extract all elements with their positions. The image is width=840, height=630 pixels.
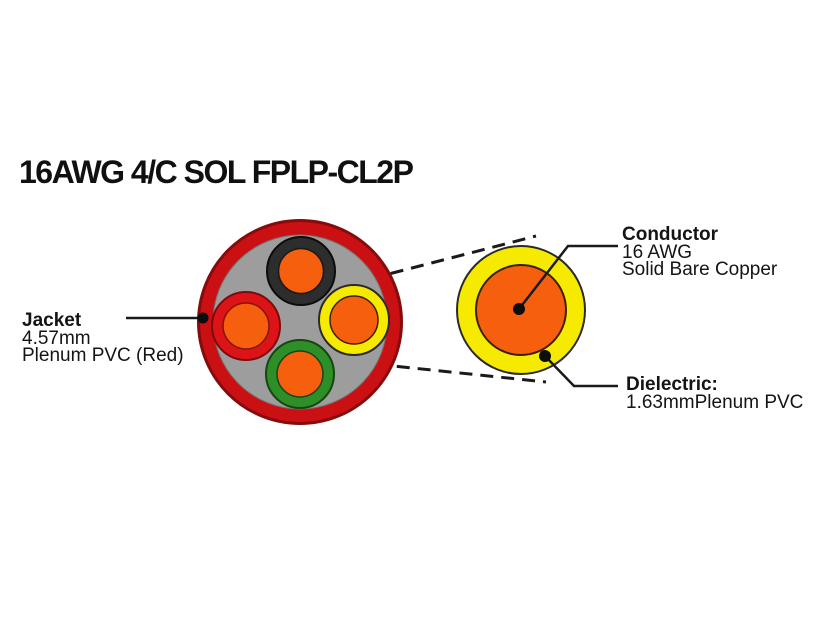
dielectric-leader-line (544, 355, 618, 388)
conductor-leader-line (518, 244, 618, 310)
conductor-callout-heading: Conductor (622, 224, 719, 245)
dielectric-callout: Dielectric: 1.63mmPlenum PVC (626, 374, 804, 413)
dielectric-callout-heading: Dielectric: (626, 374, 718, 395)
dielectric-callout-material: 1.63mmPlenum PVC (626, 391, 804, 413)
callout-lines (126, 244, 618, 388)
jacket-callout-thickness: 4.57mm (22, 327, 91, 349)
copper-core (329, 295, 379, 345)
jacket-leader-dot (197, 312, 209, 324)
jacket-callout-heading: Jacket (22, 310, 82, 331)
page-title: 16AWG 4/C SOL FPLP-CL2P (19, 154, 414, 190)
conductor-leader-dot (513, 303, 525, 315)
conductor-yellow (318, 284, 390, 356)
conductor-callout-material: Solid Bare Copper (622, 259, 778, 280)
conductor-black (266, 236, 336, 306)
conductor-green (265, 339, 335, 409)
conductor-callout-gauge: 16 AWG (622, 241, 693, 263)
conductor-callout: Conductor 16 AWG Solid Bare Copper (622, 224, 778, 280)
copper-core (276, 350, 324, 398)
copper-core (222, 302, 270, 350)
cable-cross-section (197, 219, 403, 425)
jacket-callout-material: Plenum PVC (Red) (22, 345, 184, 366)
jacket-callout: Jacket 4.57mm Plenum PVC (Red) (22, 310, 184, 366)
dielectric-leader-dot (539, 350, 551, 362)
copper-core (277, 247, 325, 295)
conductor-red (211, 291, 281, 361)
